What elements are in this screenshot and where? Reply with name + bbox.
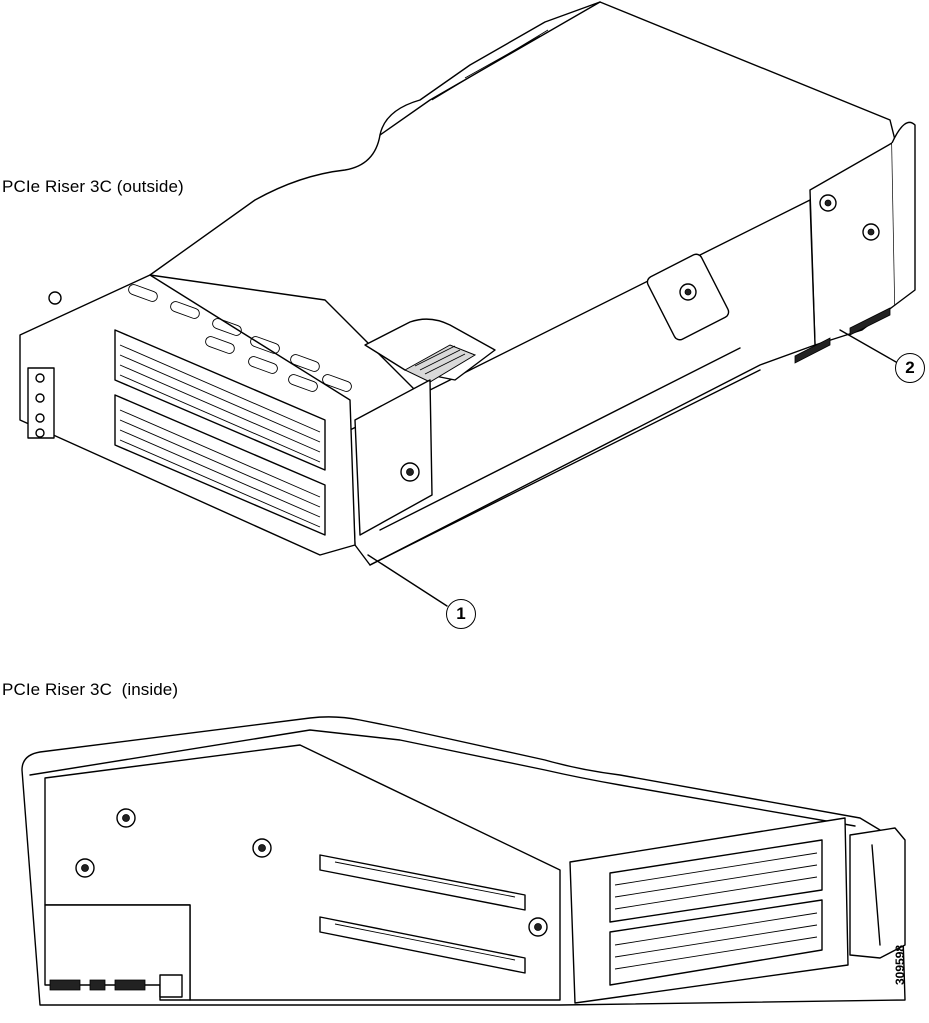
figure-id: 309598: [893, 944, 907, 985]
riser-outside-drawing: [19, 1, 916, 607]
latch: [364, 318, 496, 381]
callout-2: 2: [895, 353, 925, 383]
view-label-inside: PCIe Riser 3C (inside): [2, 680, 179, 699]
leader-2: [839, 329, 897, 363]
view-label-outside: PCIe Riser 3C (outside): [2, 177, 184, 196]
perforation-pattern: [119, 344, 321, 528]
pcie-slots: [319, 854, 526, 974]
callout-1: 1: [446, 599, 476, 629]
leader-1: [367, 554, 448, 607]
riser-inside-drawing: [21, 716, 906, 1006]
